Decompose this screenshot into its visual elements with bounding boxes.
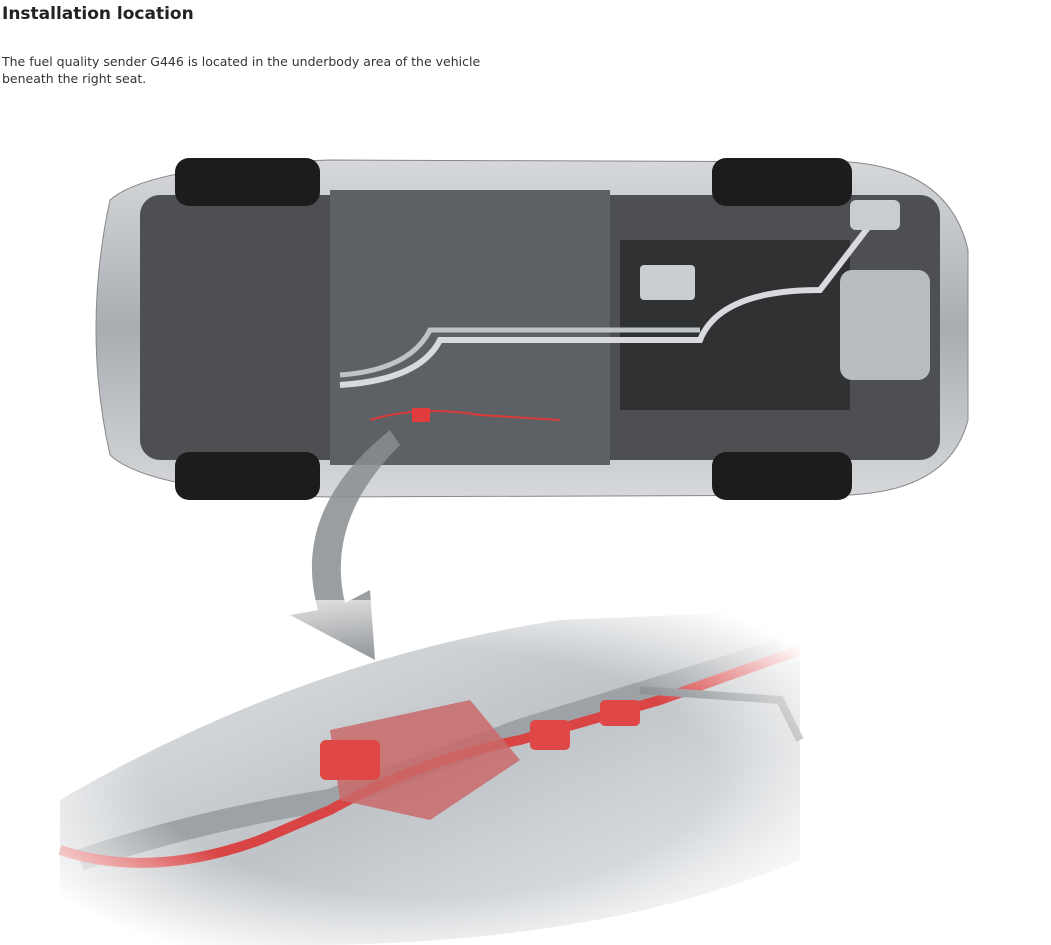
description-paragraph: The fuel quality sender G446 is located …	[2, 54, 481, 86]
wheel	[175, 452, 320, 500]
wheel	[712, 452, 852, 500]
car-underbody-view	[95, 158, 969, 500]
wheel	[712, 158, 852, 206]
fuel-quality-sender-marker	[412, 408, 430, 422]
wheel	[175, 158, 320, 206]
section-heading: Installation location	[2, 4, 194, 24]
sender-detail-view	[40, 600, 820, 945]
